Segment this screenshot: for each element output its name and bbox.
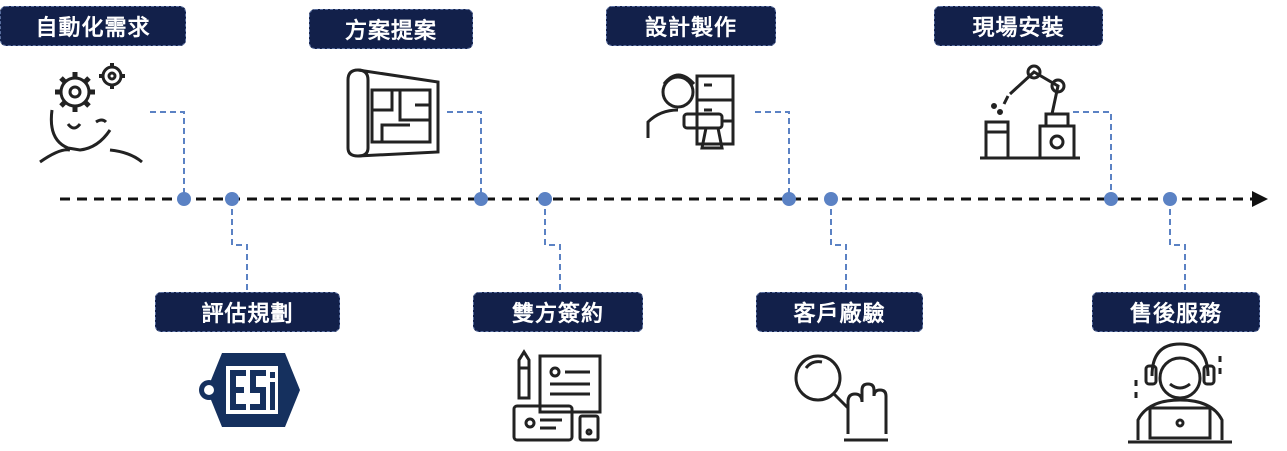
step-label-5: 設計製作 <box>606 6 776 46</box>
step-text: 雙方簽約 <box>511 302 604 327</box>
timeline-node-2 <box>225 192 239 206</box>
step-text: 客戶廠驗 <box>793 302 886 327</box>
timeline-node-5 <box>782 192 796 206</box>
gears-head-icon <box>39 63 143 164</box>
timeline-node-1 <box>177 192 191 206</box>
timeline-arrowhead <box>1252 191 1268 207</box>
connector-4 <box>544 199 561 292</box>
contract-icon <box>512 349 602 442</box>
step-text: 售後服務 <box>1129 302 1222 327</box>
technician-drill-icon <box>646 73 735 150</box>
step-label-2: 評估規劃 <box>155 292 340 332</box>
step-label-4: 雙方簽約 <box>473 292 643 332</box>
step-label-6: 客戶廠驗 <box>756 292 923 332</box>
connector-5 <box>755 111 790 199</box>
timeline-node-3 <box>474 192 488 206</box>
connector-8 <box>1169 199 1186 292</box>
step-text: 現場安裝 <box>972 16 1065 41</box>
step-text: 自動化需求 <box>35 16 151 41</box>
support-agent-icon <box>1128 342 1232 444</box>
connector-7 <box>1073 111 1112 199</box>
connector-1 <box>150 111 185 199</box>
timeline-node-8 <box>1163 192 1177 206</box>
step-text: 方案提案 <box>344 19 437 44</box>
step-text: 評估規劃 <box>201 302 294 327</box>
esi-logo-icon <box>199 353 300 427</box>
timeline-node-7 <box>1104 192 1118 206</box>
blueprint-icon <box>346 68 440 158</box>
step-label-7: 現場安裝 <box>934 6 1103 46</box>
step-text: 設計製作 <box>644 16 737 41</box>
step-label-1: 自動化需求 <box>0 6 186 46</box>
step-label-3: 方案提案 <box>309 9 473 49</box>
connector-2 <box>231 199 248 292</box>
robot-arm-icon <box>980 64 1080 160</box>
step-label-8: 售後服務 <box>1092 292 1260 332</box>
connector-3 <box>447 111 482 199</box>
magnifier-hand-icon <box>794 354 888 442</box>
connector-6 <box>830 199 847 292</box>
timeline-node-4 <box>538 192 552 206</box>
timeline-node-6 <box>824 192 838 206</box>
